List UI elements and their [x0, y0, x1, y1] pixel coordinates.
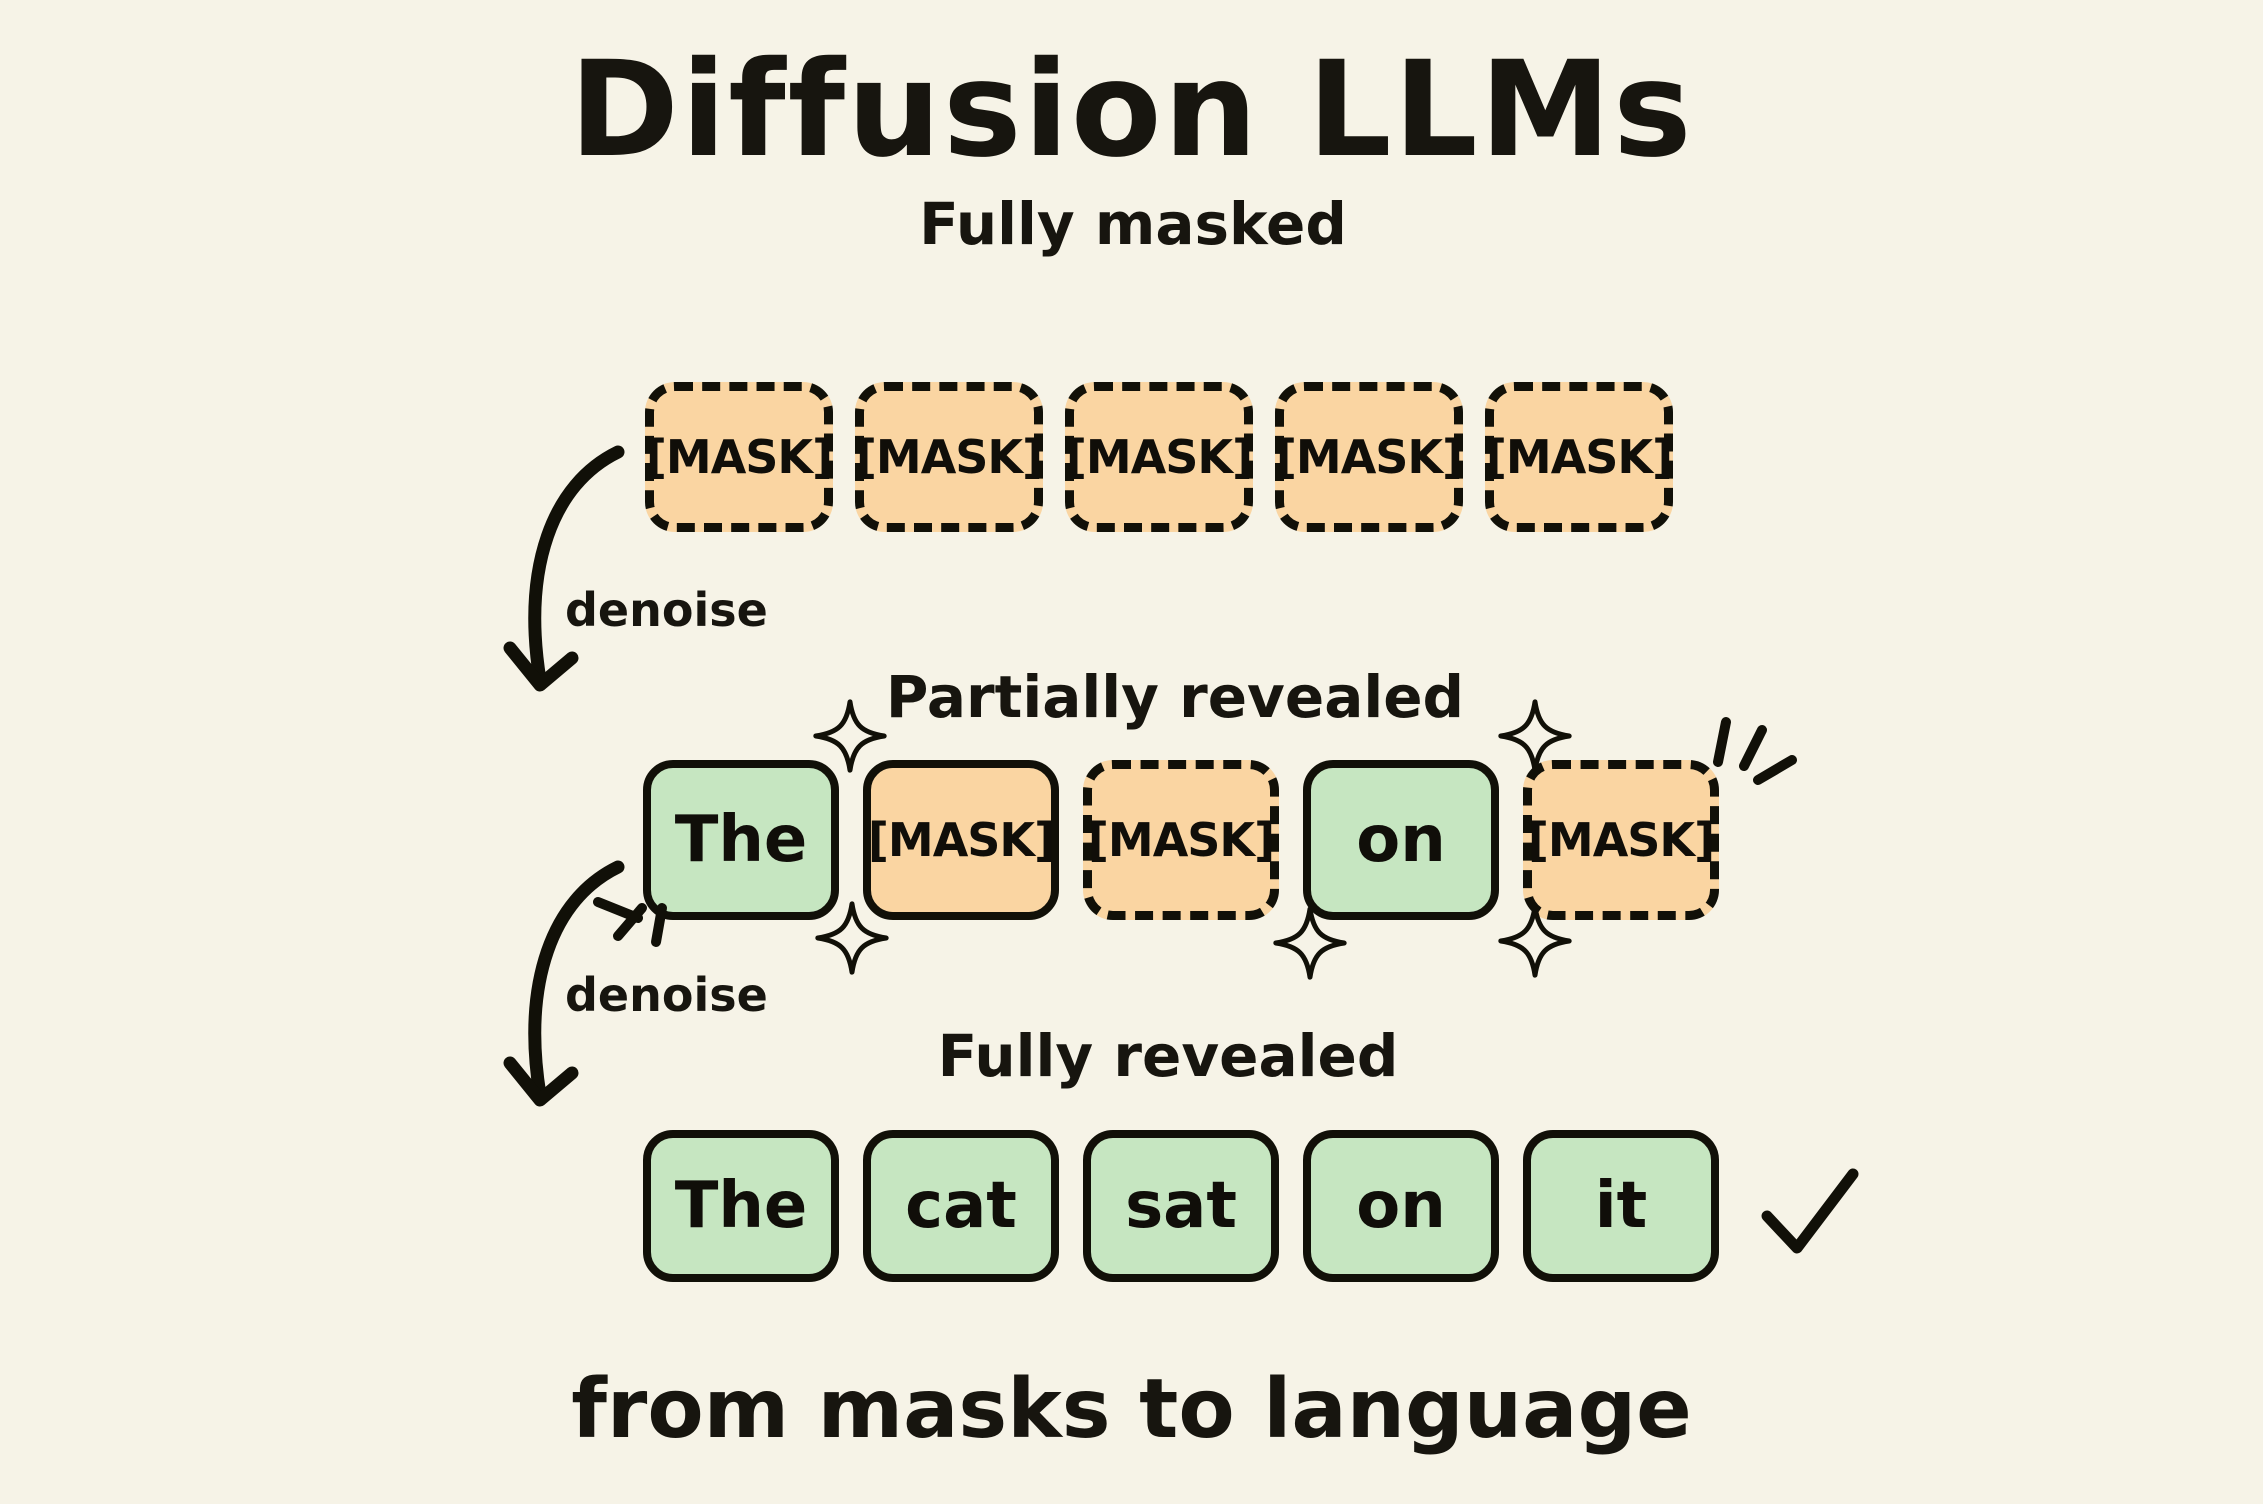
- token-label: [MASK]: [855, 430, 1043, 484]
- denoise-label-2: denoise: [565, 968, 768, 1022]
- token-mask-1[interactable]: [MASK]: [863, 760, 1059, 920]
- token-label: [MASK]: [645, 430, 833, 484]
- stage-label-fully-masked: Fully masked: [919, 190, 1347, 258]
- sparkle-icon: [813, 699, 887, 773]
- stage-label-fully-revealed: Fully revealed: [937, 1022, 1399, 1090]
- token-mask-3[interactable]: [MASK]: [1523, 760, 1719, 920]
- denoise-arrow-2-icon: [503, 860, 625, 1107]
- checkmark-icon: [1761, 1168, 1859, 1254]
- denoise-arrow-1-icon: [503, 445, 625, 692]
- token-label: [MASK]: [867, 813, 1055, 867]
- token-label: The: [674, 1169, 808, 1243]
- token-label: [MASK]: [1087, 813, 1275, 867]
- token-label: on: [1356, 1169, 1446, 1243]
- token-label: it: [1594, 1169, 1648, 1243]
- sparkle-icon: [815, 901, 889, 975]
- token-mask-5[interactable]: [MASK]: [1485, 382, 1673, 532]
- token-label: [MASK]: [1065, 430, 1253, 484]
- token-mask-2[interactable]: [MASK]: [1083, 760, 1279, 920]
- token-label: [MASK]: [1527, 813, 1715, 867]
- ray-burst-icon: [593, 897, 667, 947]
- token-label: cat: [905, 1169, 1017, 1243]
- page-title: Diffusion LLMs: [569, 33, 1694, 187]
- token-label: sat: [1125, 1169, 1237, 1243]
- token-mask-1[interactable]: [MASK]: [645, 382, 833, 532]
- stage-label-partially-revealed: Partially revealed: [885, 663, 1465, 731]
- token-on[interactable]: on: [1303, 760, 1499, 920]
- sparkle-icon: [1498, 904, 1572, 978]
- token-row-partially-revealed: The [MASK] [MASK] on [MASK]: [643, 760, 1743, 920]
- sparkle-icon: [1273, 906, 1347, 980]
- token-sat[interactable]: sat: [1083, 1130, 1279, 1282]
- sparkle-icon: [1498, 699, 1572, 773]
- token-label: [MASK]: [1275, 430, 1463, 484]
- token-row-fully-masked: [MASK] [MASK] [MASK] [MASK] [MASK]: [645, 382, 1695, 532]
- token-mask-2[interactable]: [MASK]: [855, 382, 1043, 532]
- token-label: on: [1356, 803, 1446, 877]
- token-the[interactable]: The: [643, 1130, 839, 1282]
- token-label: The: [674, 803, 808, 877]
- token-on[interactable]: on: [1303, 1130, 1499, 1282]
- denoise-label-1: denoise: [565, 583, 768, 637]
- token-mask-4[interactable]: [MASK]: [1275, 382, 1463, 532]
- token-mask-3[interactable]: [MASK]: [1065, 382, 1253, 532]
- token-row-fully-revealed: The cat sat on it: [643, 1130, 1743, 1282]
- token-cat[interactable]: cat: [863, 1130, 1059, 1282]
- ray-burst-icon: [1713, 717, 1797, 785]
- caption-text: from masks to language: [571, 1362, 1692, 1457]
- token-label: [MASK]: [1485, 430, 1673, 484]
- token-it[interactable]: it: [1523, 1130, 1719, 1282]
